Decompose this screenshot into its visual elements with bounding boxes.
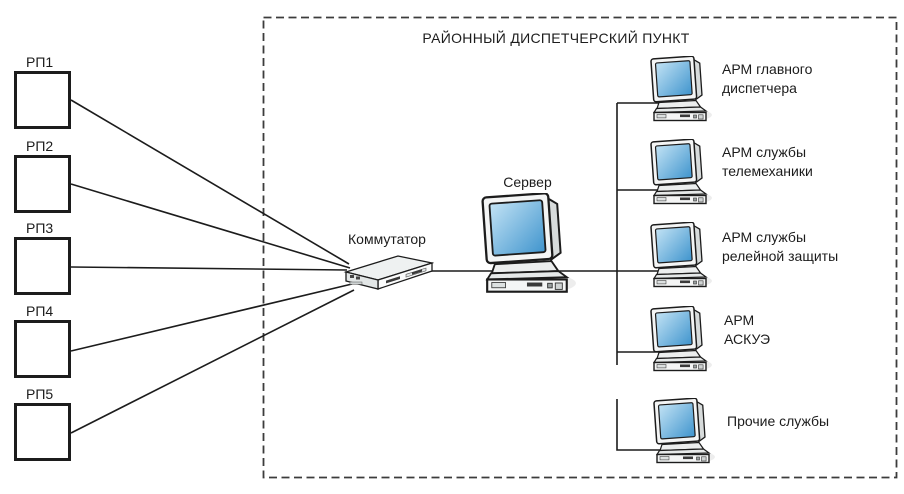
rp1-label: РП1 [26, 54, 54, 70]
workstation-label-3: АРМ службы релейной защиты [722, 229, 839, 264]
wire-rp1-switch [70, 99, 350, 265]
wire-rp2-switch [70, 183, 351, 269]
wire-branch-ws5 [616, 399, 666, 451]
rp2-box [14, 155, 71, 213]
workstation-label-2: АРМ службы телемеханики [722, 144, 813, 179]
workstation-icon-4 [650, 306, 712, 372]
rp3-box [14, 237, 71, 295]
switch-label: Коммутатор [348, 231, 426, 247]
rp2-label: РП2 [26, 138, 54, 154]
wire-rp4-switch [70, 283, 353, 352]
server-icon [481, 193, 576, 294]
rp1-box [14, 71, 71, 129]
wire-rp3-switch [70, 266, 348, 271]
dispatch-area-title: РАЙОННЫЙ ДИСПЕТЧЕРСКИЙ ПУНКТ [422, 30, 690, 46]
switch-icon [343, 255, 434, 290]
workstation-icon-5 [653, 398, 715, 464]
workstation-icon-1 [650, 56, 712, 122]
server-label: Сервер [503, 174, 552, 190]
workstation-label-4: АРМ АСКУЭ [724, 312, 771, 347]
rp3-label: РП3 [26, 220, 54, 236]
rp5-box [14, 403, 71, 461]
workstation-icon-2 [650, 139, 712, 205]
wire-rp5-switch [70, 289, 355, 434]
workstation-label-1: АРМ главного диспетчера [722, 61, 813, 96]
workstation-icon-3 [650, 222, 712, 288]
dispatch-area-boundary [262, 16, 898, 479]
rp4-label: РП4 [26, 303, 54, 319]
rp5-label: РП5 [26, 386, 54, 402]
rp4-box [14, 320, 71, 378]
workstation-label-5: Прочие службы [727, 413, 830, 429]
